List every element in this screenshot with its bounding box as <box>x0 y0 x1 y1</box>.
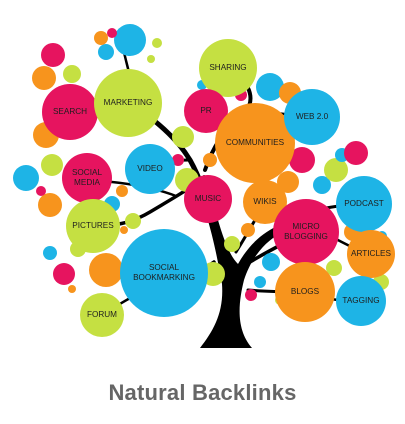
node-circle <box>336 276 386 326</box>
node-circle <box>66 199 120 253</box>
decorative-dot <box>53 263 75 285</box>
topic-nodes: SEARCH MARKETING SHARING PR COMMUNITIES WEB 2… <box>42 39 395 337</box>
decorative-dot <box>43 246 57 260</box>
decorative-dot <box>313 176 331 194</box>
node-label: VIDEO <box>137 164 162 173</box>
node-podcast: PODCAST <box>336 176 392 232</box>
node-circle <box>125 144 175 194</box>
decorative-dots <box>13 24 389 305</box>
node-label: SHARING <box>209 63 246 72</box>
decorative-dot <box>172 126 194 148</box>
node-circle <box>42 84 98 140</box>
decorative-dot <box>94 31 108 45</box>
node-video: VIDEO <box>125 144 175 194</box>
node-label: ARTICLES <box>351 249 391 258</box>
node-circle <box>199 39 257 97</box>
node-wikis: WIKIS <box>243 180 287 224</box>
node-label: PR <box>200 106 211 115</box>
node-circle <box>336 176 392 232</box>
decorative-dot <box>36 186 46 196</box>
decorative-dot <box>256 73 284 101</box>
node-label: MARKETING <box>104 98 153 107</box>
node-circle <box>80 293 124 337</box>
node-circle <box>275 262 335 322</box>
node-circle <box>184 89 228 133</box>
decorative-dot <box>114 24 146 56</box>
node-music: MUSIC <box>184 175 232 223</box>
decorative-dot <box>203 153 217 167</box>
node-circle <box>62 153 112 203</box>
node-circle <box>94 69 162 137</box>
node-circle <box>215 103 295 183</box>
decorative-dot <box>120 226 128 234</box>
decorative-dot <box>32 66 56 90</box>
node-label: PICTURES <box>72 221 114 230</box>
decorative-dot <box>89 253 123 287</box>
node-circle <box>347 230 395 278</box>
decorative-dot <box>254 276 266 288</box>
node-pictures: PICTURES <box>66 199 120 253</box>
decorative-dot <box>125 213 141 229</box>
node-label: BLOGS <box>291 287 320 296</box>
node-blogs: BLOGS <box>275 262 335 322</box>
decorative-dot <box>324 158 348 182</box>
decorative-dot <box>41 43 65 67</box>
decorative-dot <box>245 289 257 301</box>
decorative-dot <box>241 223 255 237</box>
node-circle <box>284 89 340 145</box>
node-label: PODCAST <box>344 199 384 208</box>
node-label: WIKIS <box>253 197 277 206</box>
node-search: SEARCH <box>42 84 98 140</box>
node-circle <box>243 180 287 224</box>
node-label: MUSIC <box>195 194 221 203</box>
decorative-dot <box>326 260 342 276</box>
node-articles: ARTICLES <box>347 230 395 278</box>
tree-trunk <box>200 210 286 348</box>
decorative-dot <box>277 171 299 193</box>
diagram-title: Natural Backlinks <box>108 380 297 405</box>
node-label: COMMUNITIES <box>226 138 285 147</box>
node-label: TAGGING <box>342 296 379 305</box>
node-label: SEARCH <box>53 107 87 116</box>
node-forum: FORUM <box>80 293 124 337</box>
decorative-dot <box>147 55 155 63</box>
node-pr: PR <box>184 89 228 133</box>
decorative-dot <box>344 141 368 165</box>
decorative-dot <box>116 185 128 197</box>
decorative-dot <box>262 253 280 271</box>
node-communities: COMMUNITIES <box>215 103 295 183</box>
decorative-dot <box>152 38 162 48</box>
decorative-dot <box>63 65 81 83</box>
node-web20: WEB 2.0 <box>284 89 340 145</box>
decorative-dot <box>41 154 63 176</box>
tree-graphic: SEARCH MARKETING SHARING PR COMMUNITIES WEB 2… <box>13 24 395 348</box>
decorative-dot <box>289 147 315 173</box>
node-marketing: MARKETING <box>94 69 162 137</box>
decorative-dot <box>172 154 184 166</box>
decorative-dot <box>13 165 39 191</box>
decorative-dot <box>224 236 240 252</box>
decorative-dot <box>38 193 62 217</box>
node-tagging: TAGGING <box>336 276 386 326</box>
node-label: WEB 2.0 <box>296 112 329 121</box>
node-sharing: SHARING <box>199 39 257 97</box>
decorative-dot <box>98 44 114 60</box>
decorative-dot <box>68 285 76 293</box>
node-label: FORUM <box>87 310 117 319</box>
node-circle <box>184 175 232 223</box>
decorative-dot <box>107 28 117 38</box>
node-circle <box>273 199 339 265</box>
node-circle <box>120 229 208 317</box>
